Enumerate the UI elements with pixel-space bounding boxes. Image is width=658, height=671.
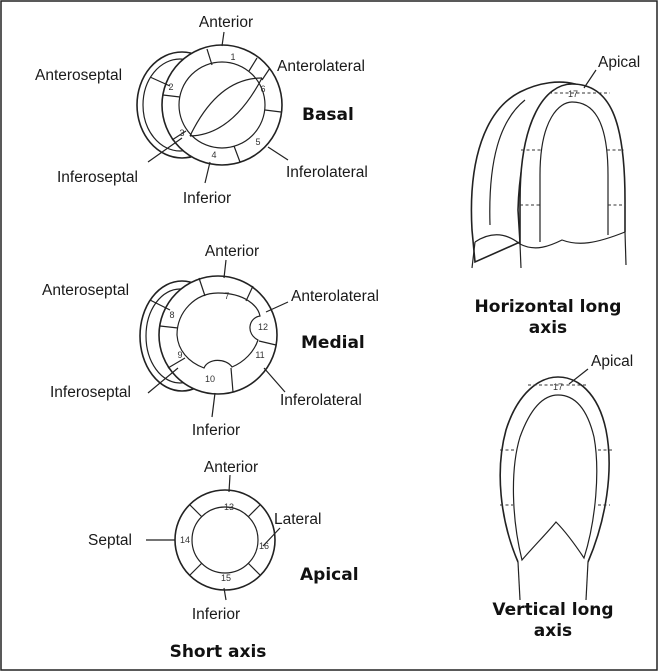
basal-title: Basal (302, 105, 354, 125)
basal-diagram: 1 2 3 4 5 6 Anterior Anterolateral Anter… (35, 14, 368, 207)
basal-inferoseptal-label: Inferoseptal (57, 169, 138, 186)
segment-12: 12 (258, 322, 268, 332)
medial-anterolateral-label: Anterolateral (291, 288, 379, 305)
segment-2: 2 (168, 82, 173, 92)
segment-17-vla: 17 (553, 382, 563, 392)
segment-17-hla: 17 (568, 89, 578, 99)
medial-inferoseptal-label: Inferoseptal (50, 384, 131, 401)
medial-inferolateral-label: Inferolateral (280, 392, 362, 409)
medial-anterior-label: Anterior (205, 243, 259, 260)
vertical-long-axis-diagram: 17 Apical Vertical long axis (492, 353, 633, 641)
hla-apical-label: Apical (598, 54, 640, 71)
segment-3: 3 (179, 128, 184, 138)
segment-16: 16 (259, 541, 269, 551)
basal-anteroseptal-label: Anteroseptal (35, 67, 122, 84)
segment-8: 8 (169, 310, 174, 320)
segment-1: 1 (230, 52, 235, 62)
medial-inferior-label: Inferior (192, 422, 240, 439)
apical-diagram: 13 14 15 16 Anterior Lateral Septal Infe… (88, 459, 359, 662)
apical-lateral-label: Lateral (274, 511, 321, 528)
medial-anteroseptal-label: Anteroseptal (42, 282, 129, 299)
segment-13: 13 (224, 502, 234, 512)
apical-inferior-label: Inferior (192, 606, 240, 623)
segment-14: 14 (180, 535, 190, 545)
vla-title-line1: Vertical long (492, 600, 613, 620)
hla-title-line2: axis (529, 318, 567, 338)
segment-6: 6 (260, 84, 265, 94)
segment-4: 4 (211, 150, 216, 160)
horizontal-long-axis-diagram: 17 Apical Horizontal long axis (471, 54, 640, 338)
segment-11: 11 (255, 350, 264, 360)
medial-title: Medial (301, 333, 365, 353)
segment-9: 9 (177, 350, 182, 360)
basal-anterolateral-label: Anterolateral (277, 58, 365, 75)
segment-15: 15 (221, 573, 231, 583)
segment-7: 7 (224, 291, 229, 301)
vla-apical-label: Apical (591, 353, 633, 370)
short-axis-title: Short axis (170, 642, 267, 662)
apical-anterior-label: Anterior (204, 459, 258, 476)
basal-inferior-label: Inferior (183, 190, 231, 207)
hla-title-line1: Horizontal long (475, 297, 622, 317)
basal-anterior-label: Anterior (199, 14, 253, 31)
vla-title-line2: axis (534, 621, 572, 641)
apical-septal-label: Septal (88, 532, 132, 549)
segment-5: 5 (255, 137, 260, 147)
apical-title: Apical (300, 565, 359, 585)
medial-diagram: 7 8 9 10 11 12 Anterior Anterolateral An… (42, 243, 379, 439)
segment-10: 10 (205, 374, 215, 384)
basal-inferolateral-label: Inferolateral (286, 164, 368, 181)
basal-outer-ring (162, 45, 282, 165)
